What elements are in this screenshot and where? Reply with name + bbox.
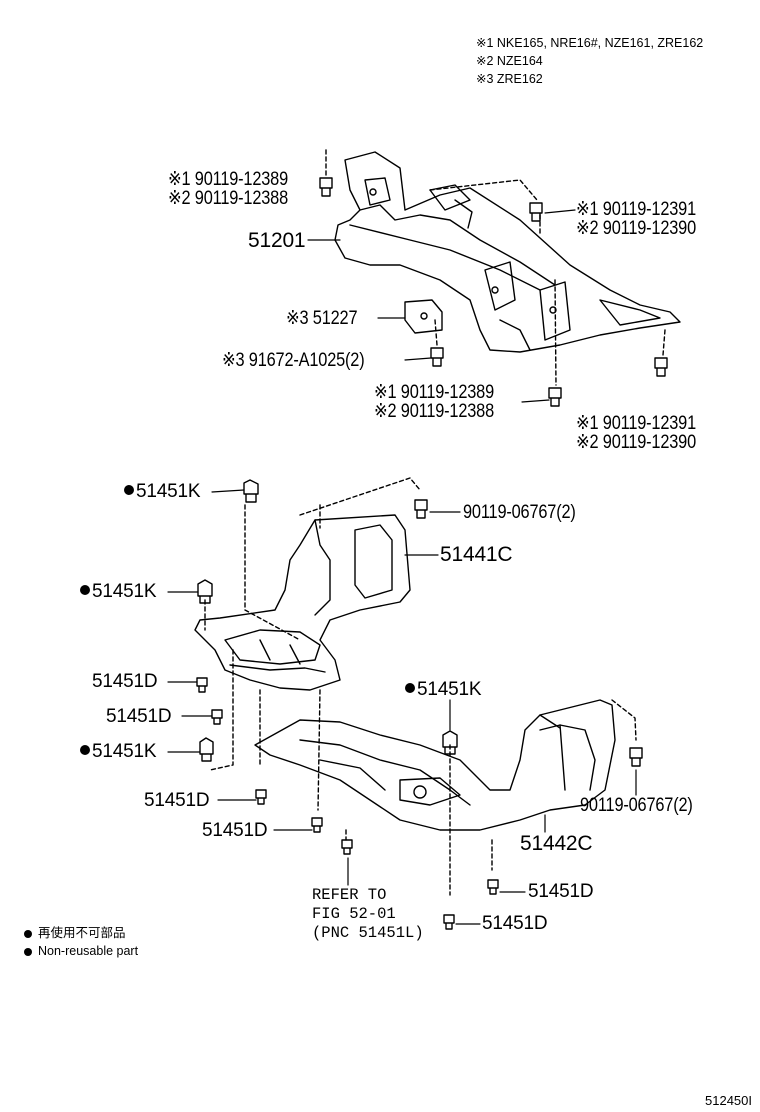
label-under-cover-no2[interactable]: 51442C [520, 832, 593, 855]
label-clip-3[interactable]: 51451K [405, 680, 482, 700]
top-leader-lines [307, 209, 576, 403]
under-cover-51442c [254, 699, 616, 831]
bracket-51227 [404, 299, 443, 334]
label-screw-1[interactable]: 51451D [92, 671, 158, 692]
label-bolt-front-left-1[interactable]: ※1 90119-12389 [168, 169, 289, 190]
figure-number: 512450I [705, 1093, 752, 1108]
label-bolt-rear-left-2[interactable]: ※2 90119-12388 [374, 401, 495, 422]
note-2: ※2 NZE164 [476, 54, 543, 68]
legend-row-en: Non-reusable part [24, 942, 138, 960]
label-bolt-front-right-2[interactable]: ※2 90119-12390 [576, 218, 697, 239]
refer-note[interactable]: REFER TO FIG 52-01 (PNC 51451L) [312, 886, 424, 942]
label-crossmember[interactable]: 51201 [248, 229, 306, 252]
non-reusable-dot-icon [124, 485, 134, 495]
label-cover-bolt-1[interactable]: 90119-06767(2) [463, 502, 576, 523]
label-bolt-rear-right-2[interactable]: ※2 90119-12390 [576, 432, 697, 453]
label-bolt-front-left-2[interactable]: ※2 90119-12388 [168, 188, 289, 209]
label-screw-2[interactable]: 51451D [106, 706, 172, 727]
label-screw-4[interactable]: 51451D [202, 820, 268, 841]
label-clip-2[interactable]: 51451K [80, 582, 157, 602]
label-bracket[interactable]: ※3 51227 [286, 308, 358, 329]
legend-dot-icon [24, 929, 32, 938]
cover-fasteners [196, 479, 643, 930]
label-bolt-rear-right-1[interactable]: ※1 90119-12391 [576, 413, 697, 434]
crossmember-guide-lines [325, 149, 666, 386]
label-screw-3[interactable]: 51451D [144, 790, 210, 811]
label-cover-bolt-2[interactable]: 90119-06767(2) [580, 795, 693, 816]
crossmember-51201 [334, 151, 681, 353]
lower-leader-lines [167, 489, 637, 925]
applicability-notes: ※1 NKE165, NRE16#, NZE161, ZRE162 ※2 NZE… [476, 34, 703, 88]
note-3: ※3 ZRE162 [476, 72, 543, 86]
label-bolt-rear-left-1[interactable]: ※1 90119-12389 [374, 382, 495, 403]
non-reusable-dot-icon [405, 683, 415, 693]
under-cover-51441c [194, 514, 411, 691]
legend: 再使用不可部品 Non-reusable part [24, 924, 138, 960]
label-clip-4[interactable]: 51451K [80, 742, 157, 762]
cover-guide-lines [204, 477, 637, 896]
legend-row-jp: 再使用不可部品 [24, 924, 138, 942]
note-1: ※1 NKE165, NRE16#, NZE161, ZRE162 [476, 36, 704, 50]
crossmember-bolts [319, 177, 668, 407]
label-screw-5[interactable]: 51451D [528, 881, 594, 902]
non-reusable-dot-icon [80, 745, 90, 755]
label-bracket-bolt[interactable]: ※3 91672-A1025(2) [222, 350, 365, 371]
non-reusable-dot-icon [80, 585, 90, 595]
label-under-cover-no1[interactable]: 51441C [440, 543, 513, 566]
label-bolt-front-right-1[interactable]: ※1 90119-12391 [576, 199, 697, 220]
label-screw-6[interactable]: 51451D [482, 913, 548, 934]
legend-dot-icon [24, 947, 32, 956]
label-clip-1[interactable]: 51451K [124, 482, 201, 502]
